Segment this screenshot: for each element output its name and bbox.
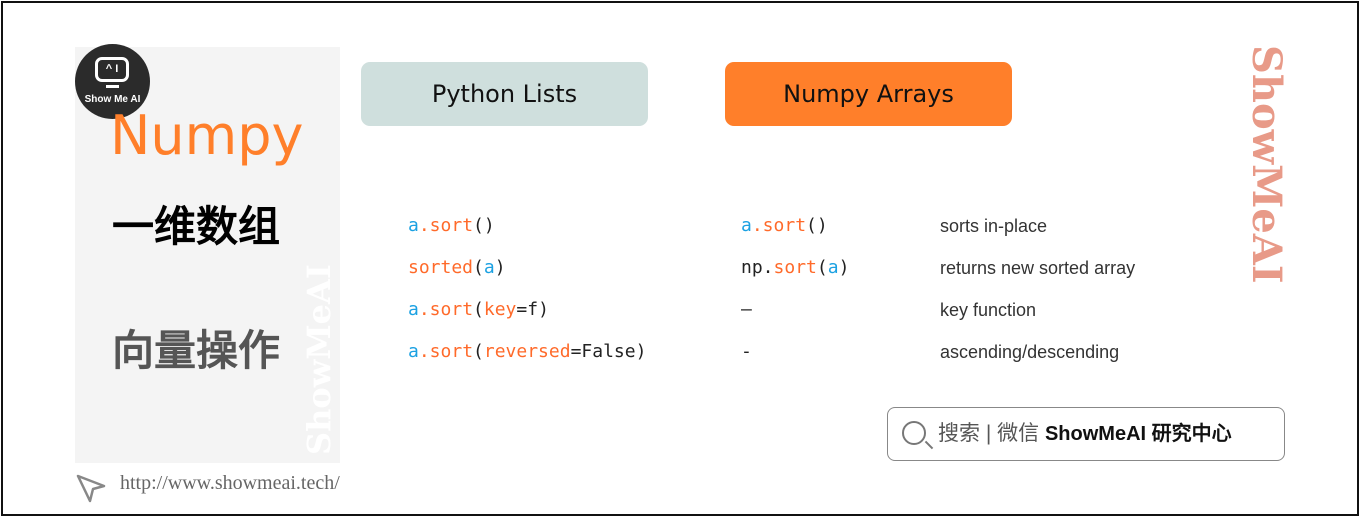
description: ascending/descending xyxy=(940,342,1120,362)
page-title: Numpy xyxy=(110,104,304,167)
code-token: ( xyxy=(816,257,828,278)
cursor-icon xyxy=(76,474,106,503)
code-token: () xyxy=(473,215,495,236)
numpy-code: – xyxy=(741,299,752,320)
code-token: .sort xyxy=(751,215,807,236)
code-token: reversed xyxy=(483,341,571,362)
subtitle-2: 向量操作 xyxy=(112,326,281,375)
list-code: sorted(a) xyxy=(408,257,506,278)
code-token: - xyxy=(741,341,752,362)
search-brand: ShowMeAI 研究中心 xyxy=(1044,423,1232,445)
code-token: a xyxy=(827,257,839,278)
website-link[interactable]: http://www.showmeai.tech/ xyxy=(120,472,340,494)
code-token: a xyxy=(408,215,419,236)
search-box[interactable]: 搜索 | 微信 ShowMeAI 研究中心 xyxy=(887,407,1285,461)
code-token: () xyxy=(806,215,828,236)
logo-text: Show Me AI xyxy=(84,94,141,105)
numpy-code: - xyxy=(741,341,752,362)
code-token: ( xyxy=(473,341,484,362)
code-token: ) xyxy=(494,257,506,278)
code-token: a xyxy=(483,257,495,278)
showmeai-logo: ^ I Show Me AI xyxy=(75,44,150,119)
search-icon xyxy=(902,421,926,445)
description: key function xyxy=(940,300,1037,320)
tv-stand xyxy=(106,85,119,88)
code-token: =False) xyxy=(570,341,647,362)
numpy-code: np.sort(a) xyxy=(741,257,849,278)
code-token: a xyxy=(741,215,752,236)
code-token: sorted xyxy=(408,257,474,278)
numpy-arrays-header: Numpy Arrays xyxy=(725,62,1012,126)
tv-icon: ^ I xyxy=(95,57,129,82)
side-watermark: ShowMeAI xyxy=(300,264,338,455)
code-token: ) xyxy=(838,257,850,278)
code-token: key xyxy=(483,299,517,320)
code-token: a xyxy=(408,299,419,320)
search-prefix: 搜索 | 微信 xyxy=(938,422,1040,445)
code-token: ( xyxy=(473,299,484,320)
code-token: .sort xyxy=(418,341,474,362)
right-watermark: ShowMeAI xyxy=(1243,45,1290,284)
code-token: sort xyxy=(773,257,817,278)
subtitle-1: 一维数组 xyxy=(112,202,281,251)
description: sorts in-place xyxy=(940,216,1048,236)
code-token: np. xyxy=(741,257,774,278)
list-code: a.sort() xyxy=(408,215,495,236)
description: returns new sorted array xyxy=(940,258,1136,278)
code-token: .sort xyxy=(418,299,474,320)
code-token: a xyxy=(408,341,419,362)
numpy-code: a.sort() xyxy=(741,215,828,236)
code-token: .sort xyxy=(418,215,474,236)
python-lists-header: Python Lists xyxy=(361,62,648,126)
list-code: a.sort(key=f) xyxy=(408,299,549,320)
code-token: – xyxy=(741,299,752,320)
list-code: a.sort(reversed=False) xyxy=(408,341,646,362)
code-token: =f) xyxy=(516,299,549,320)
code-token: ( xyxy=(473,257,484,278)
